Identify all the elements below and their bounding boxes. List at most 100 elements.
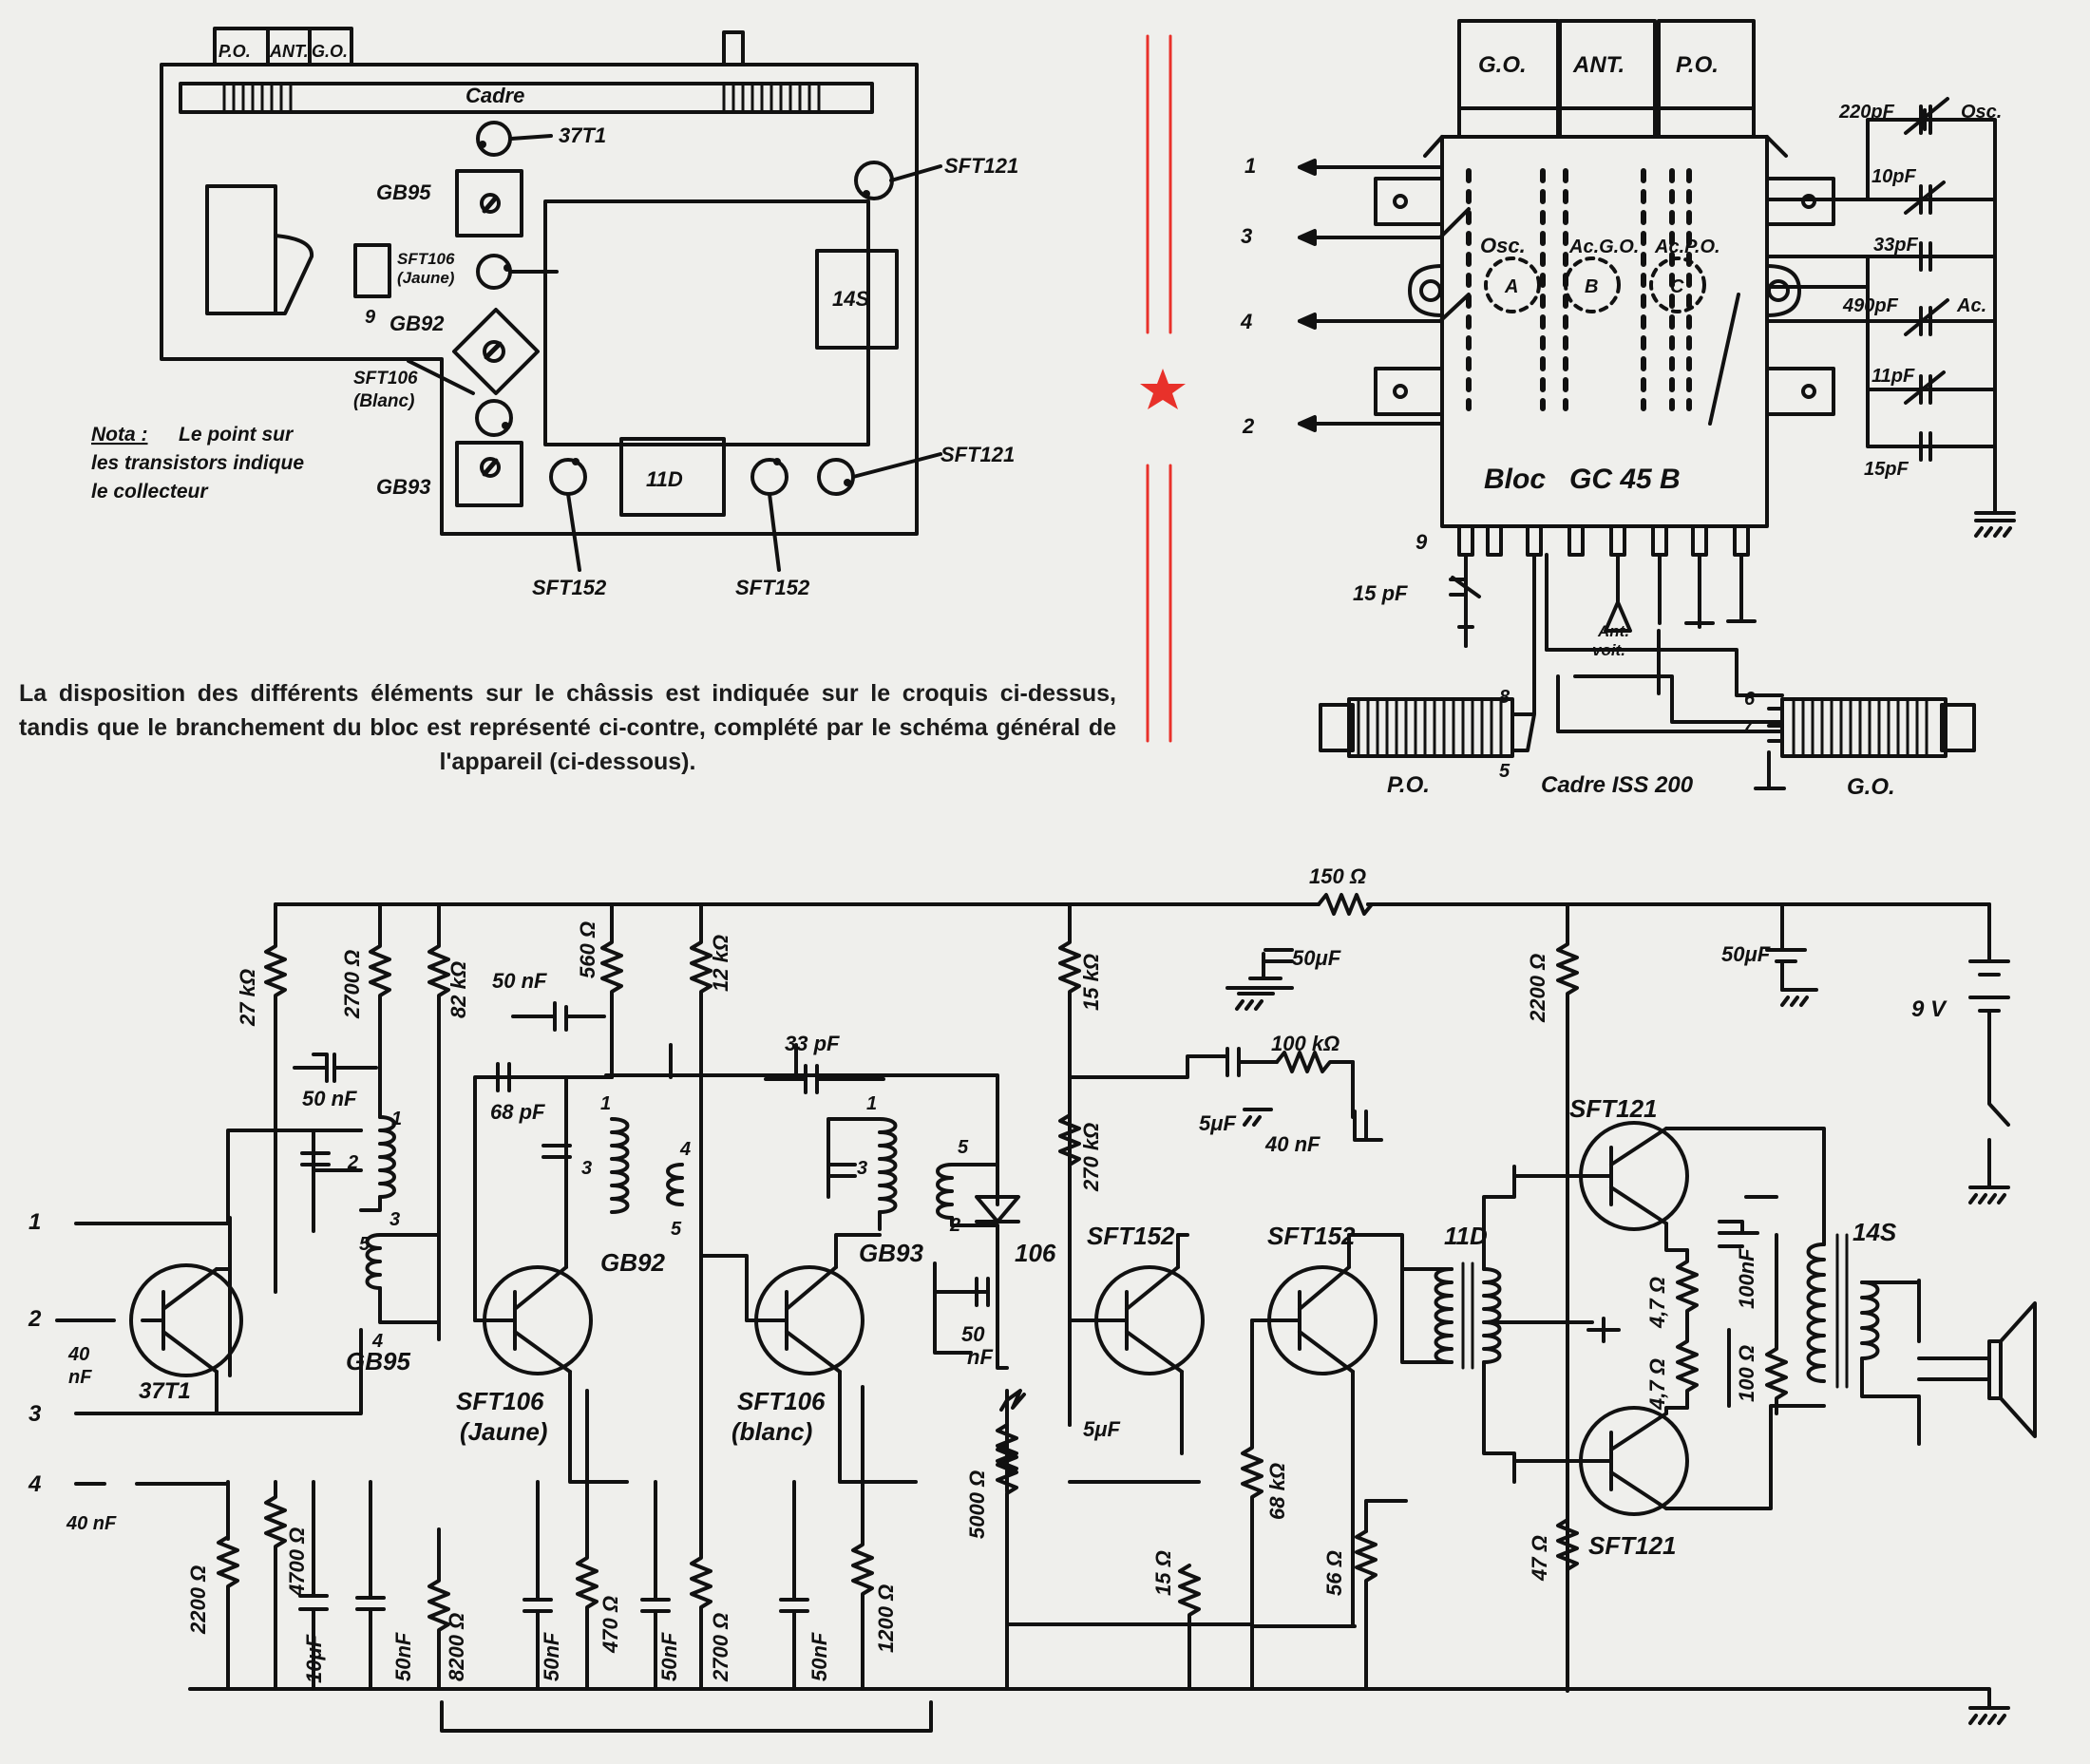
- red-star-icon: [1140, 369, 1186, 409]
- text-labels: P.O. ANT. G.O. Cadre 37T1 GB95 SFT106 (J…: [28, 42, 2002, 1683]
- coil-pin-1b: 1: [600, 1093, 611, 1114]
- c-50nf-c: 50nF: [391, 1632, 415, 1681]
- c-40nf: 40 nF: [1264, 1132, 1320, 1156]
- c-33pf: 33 pF: [785, 1032, 840, 1055]
- input-4: 4: [28, 1471, 41, 1497]
- figure-caption: La disposition des différents éléments s…: [19, 680, 1116, 775]
- chassis-11d: 11D: [646, 467, 683, 491]
- q-jaune: (Jaune): [460, 1417, 547, 1446]
- coil-pin-5b: 5: [671, 1219, 682, 1240]
- c-5uf-b: 5μF: [1083, 1417, 1121, 1441]
- nota-label: Nota :: [91, 424, 148, 446]
- chassis-sft152-left: SFT152: [532, 576, 607, 599]
- r-4-7-bottom: 4,7 Ω: [1645, 1358, 1669, 1411]
- cadre-pin-8: 8: [1499, 687, 1510, 708]
- chassis-gb92: GB92: [390, 312, 445, 335]
- coil-pin-4b: 4: [679, 1139, 691, 1160]
- coil-pin-5a: 5: [359, 1234, 370, 1255]
- c-nf: nF: [967, 1345, 993, 1369]
- chassis-jaune: (Jaune): [397, 269, 455, 287]
- q-sft152-b: SFT152: [1267, 1222, 1356, 1250]
- c-50nf-a: 50 nF: [302, 1087, 357, 1110]
- bloc-ant-line1: Ant.: [1597, 622, 1629, 640]
- coil-pin-1c: 1: [866, 1093, 877, 1114]
- c-50uf-b: 50μF: [1721, 942, 1771, 966]
- bloc-pin-9: 9: [1416, 530, 1428, 554]
- nota-line3: le collecteur: [91, 481, 209, 503]
- r-8200: 8200 Ω: [445, 1613, 468, 1681]
- coil-pin-4a: 4: [371, 1331, 383, 1352]
- q-37t1: 37T1: [139, 1378, 191, 1404]
- q-sft106-blanc: SFT106: [737, 1387, 826, 1415]
- bloc-pin-2: 2: [1242, 414, 1255, 438]
- bloc-letter-a: A: [1504, 276, 1518, 297]
- c-50nf-b: 50 nF: [492, 969, 547, 993]
- bloc-letter-c: C: [1670, 276, 1684, 297]
- capacitors: [293, 902, 1807, 1691]
- input-cap-nf: nF: [68, 1367, 92, 1388]
- chassis-37t1: 37T1: [559, 123, 606, 147]
- main-schematic: [55, 893, 2037, 1733]
- chassis-sft152-right: SFT152: [735, 576, 810, 599]
- r-1200: 1200 Ω: [874, 1584, 898, 1653]
- cadre-pin-5: 5: [1499, 761, 1510, 782]
- c-5uf-a: 5μF: [1199, 1111, 1237, 1135]
- r-47: 47 Ω: [1528, 1535, 1551, 1582]
- coil-gb93: GB93: [859, 1239, 923, 1267]
- c-50: 50: [961, 1322, 985, 1346]
- coil-pin-2c: 2: [949, 1215, 960, 1236]
- input-2: 2: [28, 1306, 42, 1332]
- bloc-cap-220: 220pF: [1838, 102, 1895, 123]
- bloc-ac-go: Ac.G.O.: [1568, 237, 1639, 257]
- cadre-go: G.O.: [1847, 774, 1895, 800]
- r-100: 100 Ω: [1735, 1345, 1758, 1402]
- input-3: 3: [28, 1401, 42, 1427]
- c-50nf-f: 50nF: [808, 1632, 831, 1681]
- cadre-name: Cadre ISS 200: [1541, 772, 1694, 798]
- chassis-pin9: 9: [365, 307, 376, 328]
- resistors: [217, 893, 1788, 1693]
- r-12k: 12 kΩ: [709, 935, 732, 992]
- bloc-osc: Osc.: [1480, 234, 1526, 257]
- nota-line2: les transistors indique: [91, 452, 304, 474]
- cadre-pin-7: 7: [1742, 717, 1754, 738]
- bloc-tab-go: G.O.: [1478, 52, 1527, 78]
- coil-14s: 14S: [1852, 1218, 1897, 1246]
- red-divider: [1146, 34, 1172, 743]
- bloc-ac-po: Ac.P.O.: [1654, 237, 1720, 257]
- q-sft106-jaune: SFT106: [456, 1387, 544, 1415]
- bloc-ant-line2: voit.: [1592, 641, 1625, 659]
- chassis-tab-ant: ANT.: [269, 42, 309, 61]
- r-15k: 15 kΩ: [1079, 954, 1103, 1011]
- r-4-7-top: 4,7 Ω: [1645, 1277, 1669, 1329]
- chassis-14s: 14S: [832, 287, 869, 311]
- coil-pin-3c: 3: [857, 1158, 867, 1179]
- coil-pin-5c: 5: [958, 1137, 969, 1158]
- diode-106: 106: [1015, 1239, 1056, 1267]
- chassis-gb93: GB93: [376, 475, 430, 499]
- transistors: [129, 1121, 1689, 1516]
- coil-pin-2a: 2: [347, 1152, 358, 1173]
- coil-pin-3a: 3: [390, 1209, 400, 1230]
- r-4700: 4700 Ω: [285, 1527, 309, 1597]
- coils: [365, 1115, 1880, 1389]
- coil-pin-3b: 3: [581, 1158, 592, 1179]
- c-50nf-d: 50nF: [540, 1632, 563, 1681]
- r-560: 560 Ω: [576, 921, 599, 978]
- r-270k: 270 kΩ: [1079, 1123, 1103, 1192]
- r-15: 15 Ω: [1151, 1550, 1175, 1596]
- r-100k: 100 kΩ: [1271, 1032, 1340, 1055]
- q-sft152-a: SFT152: [1087, 1222, 1175, 1250]
- bloc-pin-1: 1: [1244, 154, 1256, 178]
- chassis-tab-po: P.O.: [218, 42, 251, 61]
- r-2700: 2700 Ω: [340, 950, 364, 1019]
- coil-gb92: GB92: [600, 1248, 665, 1277]
- bloc-tab-ant: ANT.: [1572, 52, 1624, 78]
- r-2200-top: 2200 Ω: [1526, 954, 1549, 1023]
- cadre-po: P.O.: [1387, 772, 1430, 798]
- r-82k: 82 kΩ: [446, 961, 470, 1018]
- input-1: 1: [28, 1209, 41, 1235]
- bloc-cap-ac: Ac.: [1956, 295, 1986, 316]
- r-470: 470 Ω: [598, 1596, 622, 1654]
